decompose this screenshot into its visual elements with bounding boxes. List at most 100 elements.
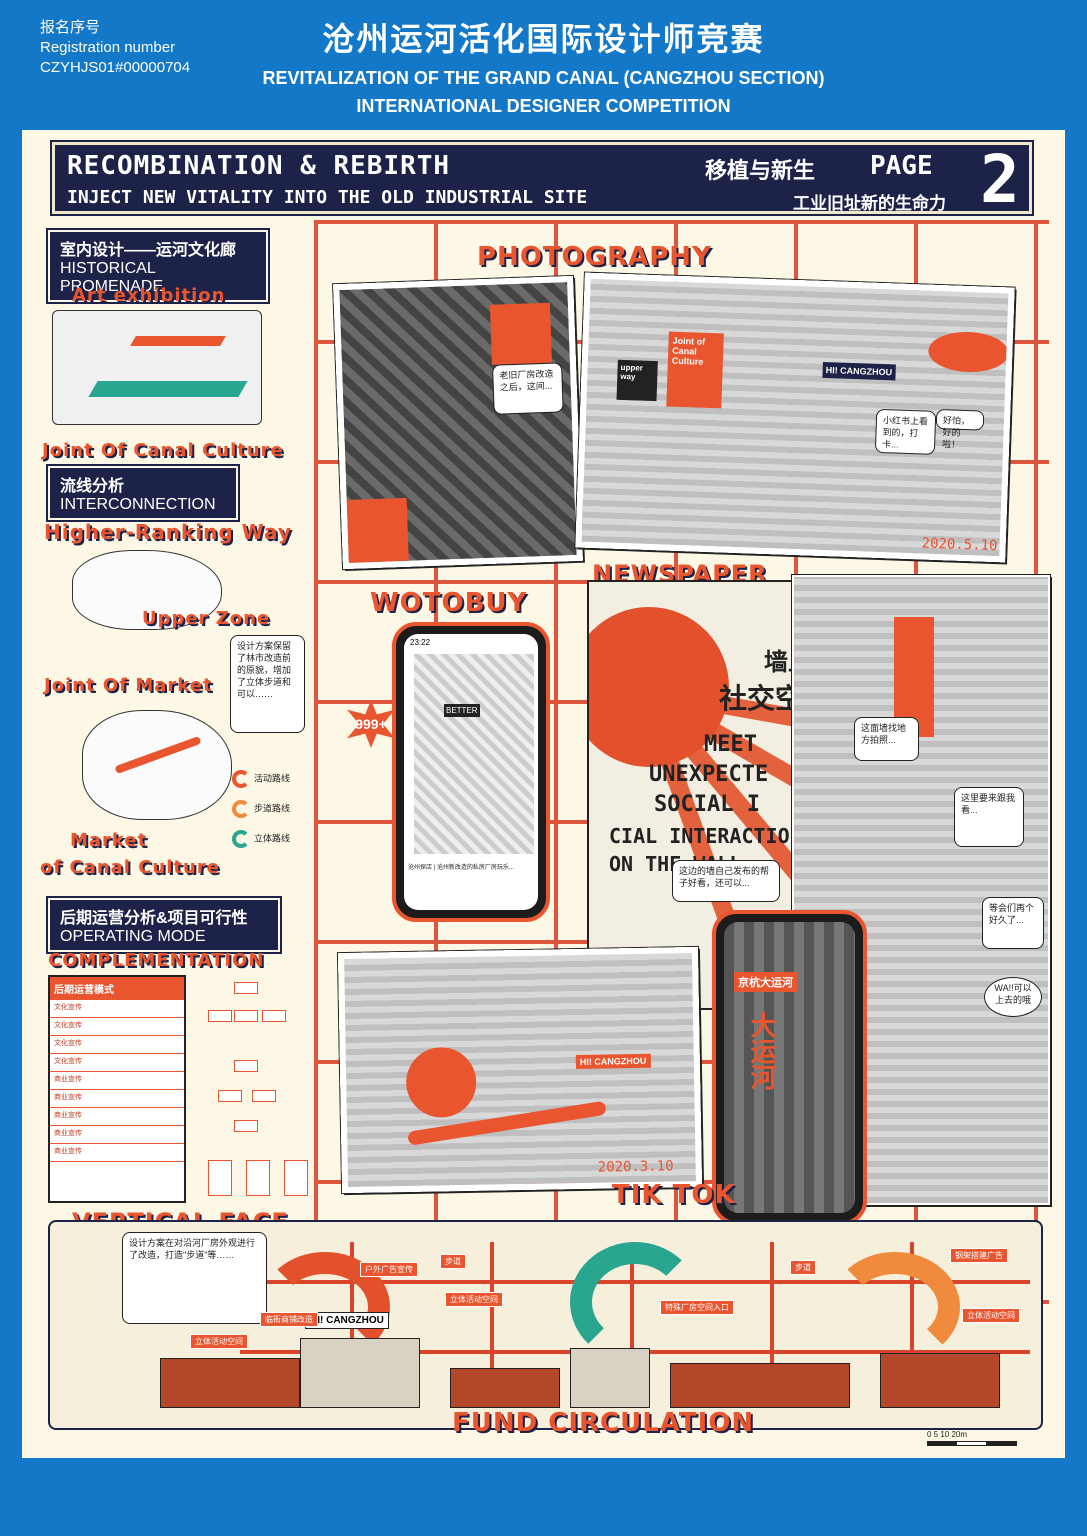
elevation-grid-line (770, 1242, 774, 1392)
sign-jinghang: 京杭大运河 (734, 972, 797, 992)
sign-hi-cangzhou: HI! CANGZHOU (822, 361, 896, 381)
speech-bubble: 等会们再个好久了... (982, 897, 1044, 949)
post-caption: 沧州探店 | 沧州新改造的私房厂房玩乐... (408, 865, 514, 871)
flow-node (252, 1090, 276, 1102)
market-model (82, 710, 232, 820)
upper-zone-model (72, 550, 222, 630)
photo-facade: Joint of Canal Culture upper way HI! CAN… (575, 272, 1015, 563)
vertical-face-elevation: 设计方案在对沿河厂房外观进行了改造，打造"步道"等…… HI! CANGZHOU… (48, 1220, 1043, 1430)
operating-table-header: 后期运营模式 (50, 977, 184, 1000)
elevation-tag: 立体活动空间 (962, 1308, 1020, 1323)
page-number: 2 (980, 141, 1020, 218)
phone-time: 23:22 (410, 638, 431, 647)
sign-joint-text: Joint of Canal Culture (671, 335, 706, 367)
label-photography: PHOTOGRAPHY (477, 242, 712, 272)
teal-floor (88, 381, 248, 397)
page-label: PAGE (870, 151, 933, 181)
table-row: 文化宣传 (50, 1018, 184, 1036)
phone-tiktok: 京杭大运河 大运河 (712, 910, 867, 1225)
banner-title: RECOMBINATION & REBIRTH (67, 151, 451, 181)
table-row: 商业宣传 (50, 1090, 184, 1108)
market-route (114, 735, 202, 775)
competition-title-cn: 沧州运河活化国际设计师竞赛 (322, 21, 765, 57)
scale-bar-graphic (927, 1441, 1017, 1446)
elevation-tag: 步道 (790, 1260, 816, 1275)
flow-node (218, 1090, 242, 1102)
table-row: 商业宣传 (50, 1144, 184, 1162)
section-flow-cn: 流线分析 (60, 478, 125, 495)
better-sign: BETTER (444, 704, 480, 717)
photo-accent (489, 302, 552, 365)
elevation-building (300, 1338, 420, 1408)
phone-screen: 京杭大运河 大运河 (724, 922, 855, 1213)
legend-item-2: 步道路线 (254, 803, 291, 814)
description-bubble-elevation: 设计方案在对沿河厂房外观进行了改造，打造"步道"等…… (122, 1232, 267, 1324)
elevation-grid-line (490, 1242, 494, 1392)
label-upper-zone: Upper Zone (142, 608, 271, 629)
registration-block: 报名序号 Registration number CZYHJS01#000007… (40, 18, 190, 78)
phone-feed-image (414, 654, 534, 854)
elevation-tag: 特殊厂房空间入口 (660, 1300, 734, 1315)
label-complementation: COMPLEMENTATION (48, 950, 265, 971)
orange-band (130, 336, 226, 346)
elevation-tag: 步道 (440, 1254, 466, 1269)
table-row: 商业宣传 (50, 1108, 184, 1126)
speech-bubble: 小红书上看到的，打卡... (874, 408, 937, 455)
elevation-building (670, 1363, 850, 1408)
walk-route-icon (232, 800, 250, 818)
banner-subtitle-cn: 工业旧址新的生命力 (793, 194, 946, 213)
elevation-tag: 立体活动空间 (445, 1292, 503, 1307)
label-joint-market: Joint Of Market (44, 675, 213, 696)
fund-arrow-orange (830, 1252, 960, 1362)
photo-date-2: 2020.3.10 (597, 1158, 674, 1176)
flow-node (262, 1010, 286, 1022)
label-wotobuy: WOTOBUY (370, 588, 528, 618)
flow-node (246, 1160, 270, 1196)
section-operating-cn: 后期运营分析&项目可行性 (60, 910, 248, 927)
newspaper-en-1: MEET (704, 732, 757, 757)
table-row: 文化宣传 (50, 1036, 184, 1054)
vertical-route-icon (232, 830, 250, 848)
newspaper-en-3: SOCIAL I (654, 792, 760, 817)
flow-node (234, 1120, 258, 1132)
red-dome (927, 330, 1010, 374)
label-fund-circulation: FUND CIRCULATION (452, 1408, 755, 1438)
elevation-tag: 立体活动空间 (190, 1334, 248, 1349)
flow-node (234, 1010, 258, 1022)
table-row: 商业宣传 (50, 1072, 184, 1090)
photo-canal: HI! CANGZHOU 2020.3.10 (337, 946, 703, 1194)
flow-node (234, 982, 258, 994)
poster-panel: RECOMBINATION & REBIRTH INJECT NEW VITAL… (22, 130, 1065, 1458)
banner-subtitle: INJECT NEW VITALITY INTO THE OLD INDUSTR… (67, 187, 588, 208)
label-market: Market (70, 830, 148, 851)
table-row: 文化宣传 (50, 1000, 184, 1018)
route-legend: 活动路线 步道路线 立体路线 (232, 770, 290, 848)
newspaper-en-4: CIAL INTERACTIO (609, 824, 790, 848)
section-interior-cn: 室内设计——运河文化廊 (60, 242, 237, 259)
photo-interior: 老旧厂房改造之后，这间... (333, 275, 583, 570)
legend-item-1: 活动路线 (254, 773, 291, 784)
label-joint-canal: Joint Of Canal Culture (42, 440, 284, 461)
section-operating: 后期运营分析&项目可行性 OPERATING MODE (48, 898, 280, 952)
elevation-building (450, 1368, 560, 1408)
bottom-blue-band (0, 1458, 1087, 1536)
flow-node (208, 1010, 232, 1022)
elevation-tag: 钢架搭建广告 (950, 1248, 1008, 1263)
section-flow-en: INTERCONNECTION (60, 496, 216, 513)
competition-title-en-1: REVITALIZATION OF THE GRAND CANAL (CANGZ… (262, 68, 825, 88)
newspaper-en-2: UNEXPECTE (649, 762, 769, 787)
registration-number: CZYHJS01#00000704 (40, 59, 191, 76)
elevation-building (570, 1348, 650, 1408)
elevation-tag: 户外广告宣传 (360, 1262, 418, 1277)
section-interior-en: HISTORICAL PROMENADE (60, 260, 164, 295)
operating-mode-table: 后期运营模式 文化宣传 文化宣传 文化宣传 文化宣传 商业宣传 商业宣传 商业宣… (48, 975, 186, 1203)
label-of-canal: of Canal Culture (40, 857, 220, 878)
photo-date-1: 2020.5.10 (921, 535, 998, 555)
table-row: 文化宣传 (50, 1054, 184, 1072)
speech-bubble: 好怕，好的啦！ (935, 408, 985, 450)
elevation-tag: 临街商铺改造 (260, 1312, 318, 1327)
phone-wotobuy: 23:22 BETTER 沧州探店 | 沧州新改造的私房厂房玩乐... (392, 622, 550, 922)
section-operating-en: OPERATING MODE (60, 928, 206, 945)
scale-bar: 0 5 10 20m (927, 1430, 1017, 1446)
